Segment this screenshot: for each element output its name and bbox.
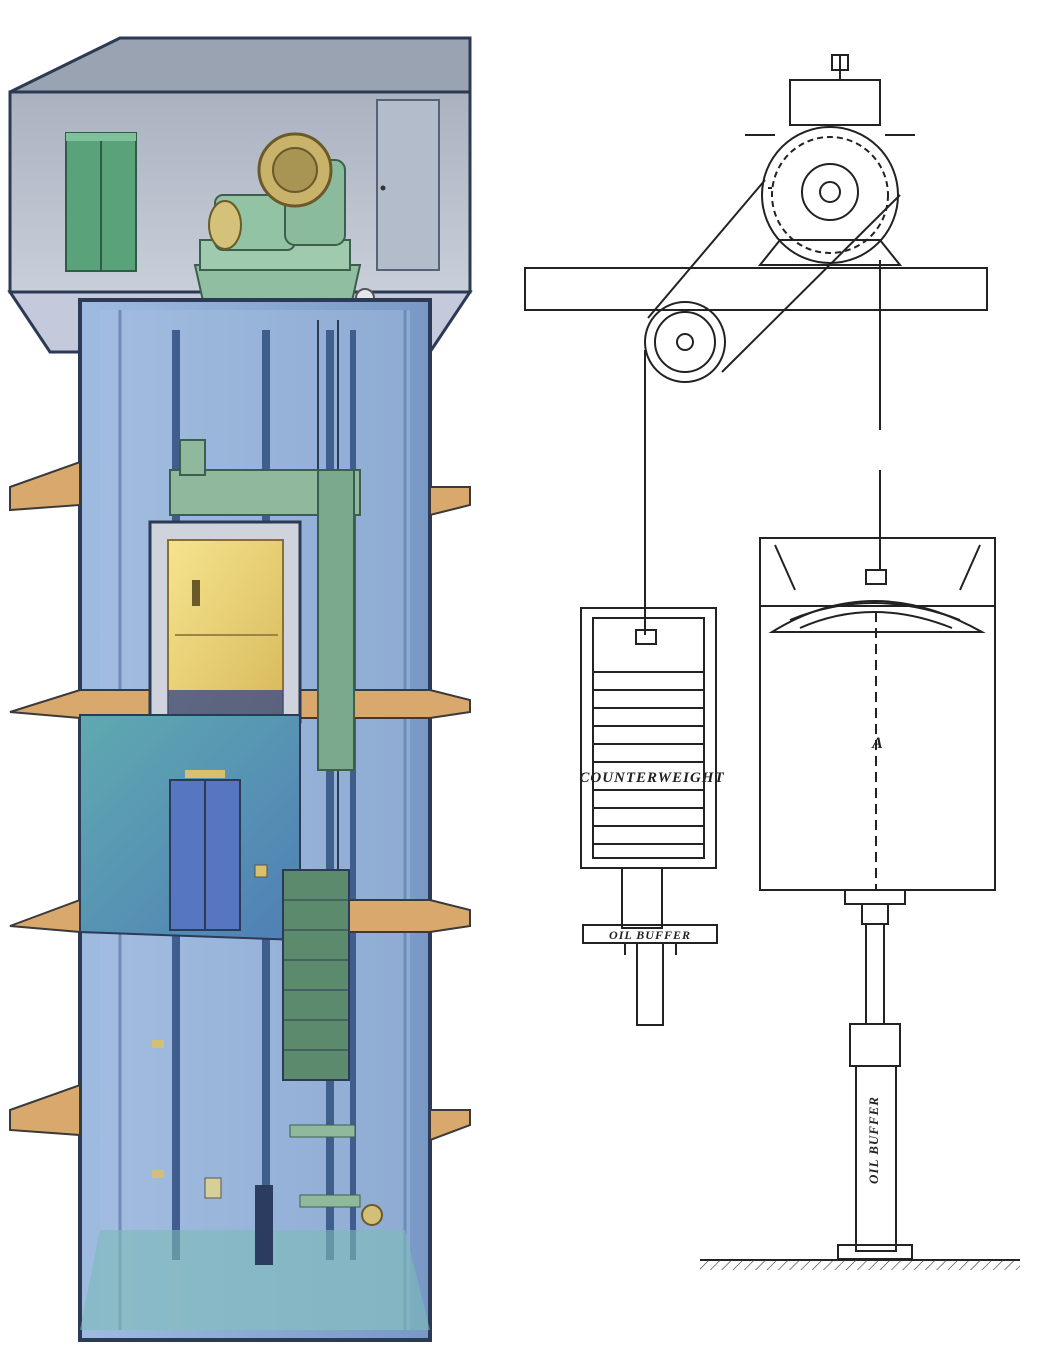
car-buffer-label: OIL BUFFER	[866, 1096, 881, 1184]
counterweight-drawing	[580, 607, 717, 869]
call-button	[254, 864, 268, 878]
car-buffer	[255, 1185, 273, 1265]
elevator-cutaway-illustration	[7, 36, 473, 1342]
elevator-car	[148, 439, 361, 771]
landing-door-panel	[79, 714, 301, 942]
deflector-sheave	[644, 179, 901, 635]
counterweight	[282, 869, 350, 1081]
pit-equipment	[152, 1040, 383, 1226]
counterweight-buffer	[582, 867, 718, 1026]
car-label: A	[871, 735, 884, 752]
car-buffer-drawing	[700, 903, 1020, 1270]
counterweight-label: COUNTERWEIGHT	[579, 770, 724, 786]
car-drawing	[759, 537, 996, 905]
control-cabinet	[65, 132, 137, 272]
traction-machine	[193, 132, 375, 329]
hoist-motor	[745, 54, 915, 266]
traction-elevator-line-drawing: COUNTERWEIGHT OIL BUFFER A	[524, 54, 1020, 1270]
machine-beam	[524, 267, 988, 311]
machine-room-door	[376, 99, 440, 271]
counterweight-buffer-label: OIL BUFFER	[609, 928, 691, 942]
